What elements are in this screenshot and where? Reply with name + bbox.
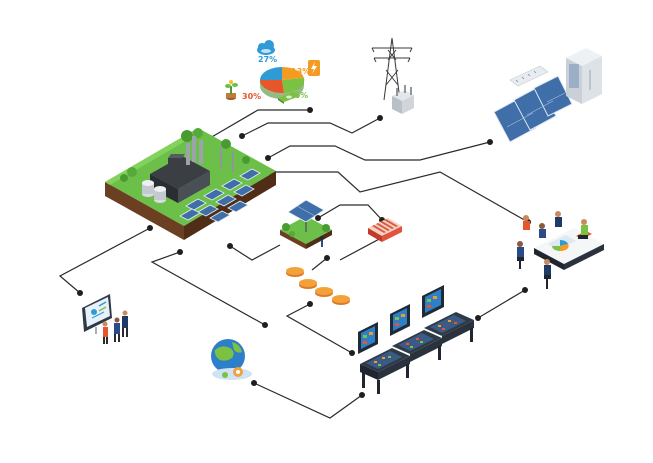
pie-label-4: 30% [242, 92, 261, 101]
pie-label-2: 13% [291, 67, 310, 76]
connector-solar-to-coins [311, 257, 328, 271]
connector-plant-to-board [58, 227, 151, 294]
connector-coins-to-desk [285, 303, 353, 354]
connector-plant-to-globe [150, 251, 266, 326]
battery-icon [368, 218, 402, 242]
power-plant-icon [105, 128, 276, 240]
people-group-icon [102, 310, 128, 344]
connector-lines [58, 109, 529, 419]
energy-pie-chart [259, 66, 305, 99]
connector-desk-to-meeting [477, 289, 526, 319]
control-desk-icon [358, 285, 474, 394]
presentation-board-icon [82, 294, 112, 334]
connector-plant-to-meeting [270, 171, 529, 223]
connector-battery-to-coins [339, 235, 386, 261]
connector-solar-to-plant [229, 244, 281, 261]
money-icon [278, 92, 300, 104]
lightning-icon [308, 60, 320, 76]
globe-icon [211, 339, 252, 380]
pie-label-1: 27% [258, 55, 277, 64]
connector-plant-to-pie [209, 109, 310, 139]
connector-plant-to-tower [241, 117, 381, 137]
plant-icon [225, 80, 238, 100]
connector-plant-to-solar-array [267, 141, 491, 161]
coin-icon [286, 267, 350, 305]
power-tower-icon [371, 37, 413, 101]
solar-panel-icon [493, 65, 573, 143]
team-meeting-icon [517, 211, 604, 289]
electrical-cabinet-icon [566, 48, 602, 104]
cloud-icon [257, 40, 275, 55]
connector-globe-to-desk [253, 382, 363, 419]
connector-solar-to-battery [317, 204, 383, 221]
transformer-icon [392, 85, 414, 114]
solar-unit-icon [280, 199, 332, 249]
connector-dots [77, 107, 531, 398]
